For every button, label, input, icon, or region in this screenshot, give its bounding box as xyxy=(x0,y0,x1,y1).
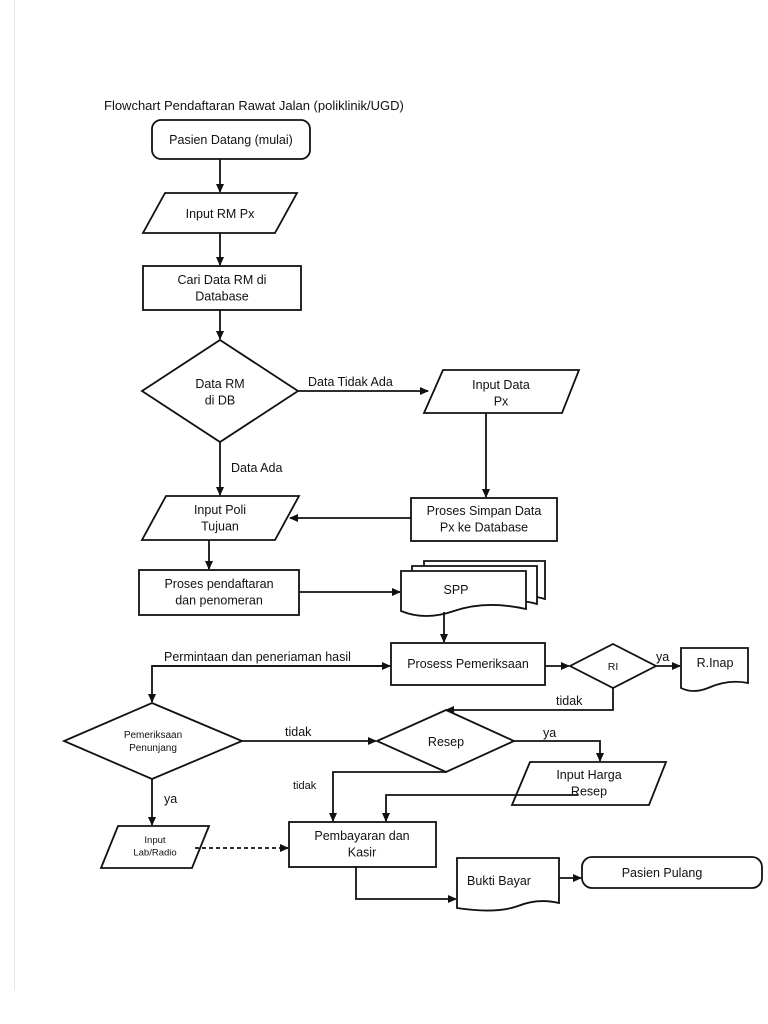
node-pemeriksaan-label: Prosess Pemeriksaan xyxy=(407,657,529,671)
node-label-line: Data RM xyxy=(195,377,244,391)
node-input-rm-label: Input RM Px xyxy=(186,207,256,221)
node-label-line: SPP xyxy=(443,583,468,597)
edge-pembayaran-to-bukti xyxy=(355,867,457,903)
node-label-line: Input Harga xyxy=(556,768,621,782)
node-pemeriksaan: Prosess Pemeriksaan xyxy=(390,642,546,686)
node-label-line: R.Inap xyxy=(697,656,734,670)
node-proses-simpan-label: Proses Simpan Data Px ke Database xyxy=(427,504,542,534)
node-proses-simpan: Proses Simpan Data Px ke Database xyxy=(410,497,558,542)
node-spp-label: SPP xyxy=(443,583,468,597)
edge-label-data-ada: Data Ada xyxy=(231,461,282,475)
node-spp: SPP xyxy=(400,560,546,617)
node-pulang-label: Pasien Pulang xyxy=(622,866,703,880)
node-rinap-label: R.Inap xyxy=(697,656,734,670)
node-pulang: Pasien Pulang xyxy=(581,856,763,889)
node-input-rm: Input RM Px xyxy=(141,192,299,234)
node-label-line: Px ke Database xyxy=(440,520,528,534)
node-label-line: Prosess Pemeriksaan xyxy=(407,657,529,671)
node-proses-daftar-label: Proses pendaftaran dan penomeran xyxy=(164,577,273,607)
node-cari-data-label: Cari Data RM di Database xyxy=(178,273,267,303)
node-label-line: Resep xyxy=(571,784,607,798)
node-rinap: R.Inap xyxy=(680,647,749,692)
node-label-line: Px xyxy=(494,394,509,408)
node-start-label: Pasien Datang (mulai) xyxy=(169,133,293,147)
node-decision-db-label: Data RM di DB xyxy=(195,377,244,407)
node-decision-resep: Resep xyxy=(374,709,517,773)
node-bukti-label: Bukti Bayar xyxy=(467,874,531,888)
node-label-line: Resep xyxy=(428,735,464,749)
node-cari-data: Cari Data RM di Database xyxy=(142,265,302,311)
node-label-line: Proses pendaftaran xyxy=(164,577,273,591)
edge-permintaan-loop xyxy=(148,665,390,703)
node-label-line: Database xyxy=(195,289,249,303)
edge-resep-to-pembayaran xyxy=(329,771,446,822)
edge-input-harga-to-pembayaran xyxy=(382,794,578,822)
node-label-line: Proses Simpan Data xyxy=(427,504,542,518)
edge-label-resep-ya: ya xyxy=(543,726,556,740)
node-label-line: Pembayaran dan xyxy=(314,829,409,843)
node-decision-db: Data RM di DB xyxy=(140,338,300,444)
node-label-line: Penunjang xyxy=(129,743,177,754)
node-label-line: Pasien Pulang xyxy=(622,866,703,880)
node-label-line: Input RM Px xyxy=(186,207,256,221)
node-bukti: Bukti Bayar xyxy=(456,857,560,912)
edge-label-resep-tidak: tidak xyxy=(293,780,317,792)
edge-label-penunjang-ya: ya xyxy=(164,792,177,806)
edge-label-penunjang-tidak: tidak xyxy=(285,725,312,739)
node-label-line: Input Data xyxy=(472,378,530,392)
node-label-line: Cari Data RM di xyxy=(178,273,267,287)
edge-resep-to-input-harga xyxy=(514,740,604,762)
edge-label-data-tidak-ada: Data Tidak Ada xyxy=(308,375,393,389)
node-decision-ri-label: RI xyxy=(608,661,619,673)
node-start: Pasien Datang (mulai) xyxy=(151,119,311,160)
edge-ri-to-resep xyxy=(445,688,614,714)
node-label-line: di DB xyxy=(205,393,236,407)
edge-label-ri-tidak: tidak xyxy=(556,694,583,708)
node-decision-resep-label: Resep xyxy=(428,735,464,749)
node-proses-daftar: Proses pendaftaran dan penomeran xyxy=(138,569,300,616)
node-label-line: Input Poli xyxy=(194,503,246,517)
edge-label-ri-ya: ya xyxy=(656,650,669,664)
node-label-line: Bukti Bayar xyxy=(467,874,531,888)
page-edge xyxy=(14,0,15,990)
node-label-line: RI xyxy=(608,661,619,673)
node-label-line: dan penomeran xyxy=(175,593,263,607)
node-label-line: Tujuan xyxy=(201,519,239,533)
node-decision-ri: RI xyxy=(568,642,658,690)
node-label-line: Lab/Radio xyxy=(133,847,176,858)
node-label-line: Pemeriksaan xyxy=(124,730,182,741)
node-label-line: Pasien Datang (mulai) xyxy=(169,133,293,147)
node-label-line: Input xyxy=(144,835,165,846)
node-label-line: Kasir xyxy=(348,845,376,859)
diagram-title: Flowchart Pendaftaran Rawat Jalan (polik… xyxy=(104,98,404,113)
edge-label-permintaan: Permintaan dan peneriaman hasil xyxy=(164,650,351,664)
